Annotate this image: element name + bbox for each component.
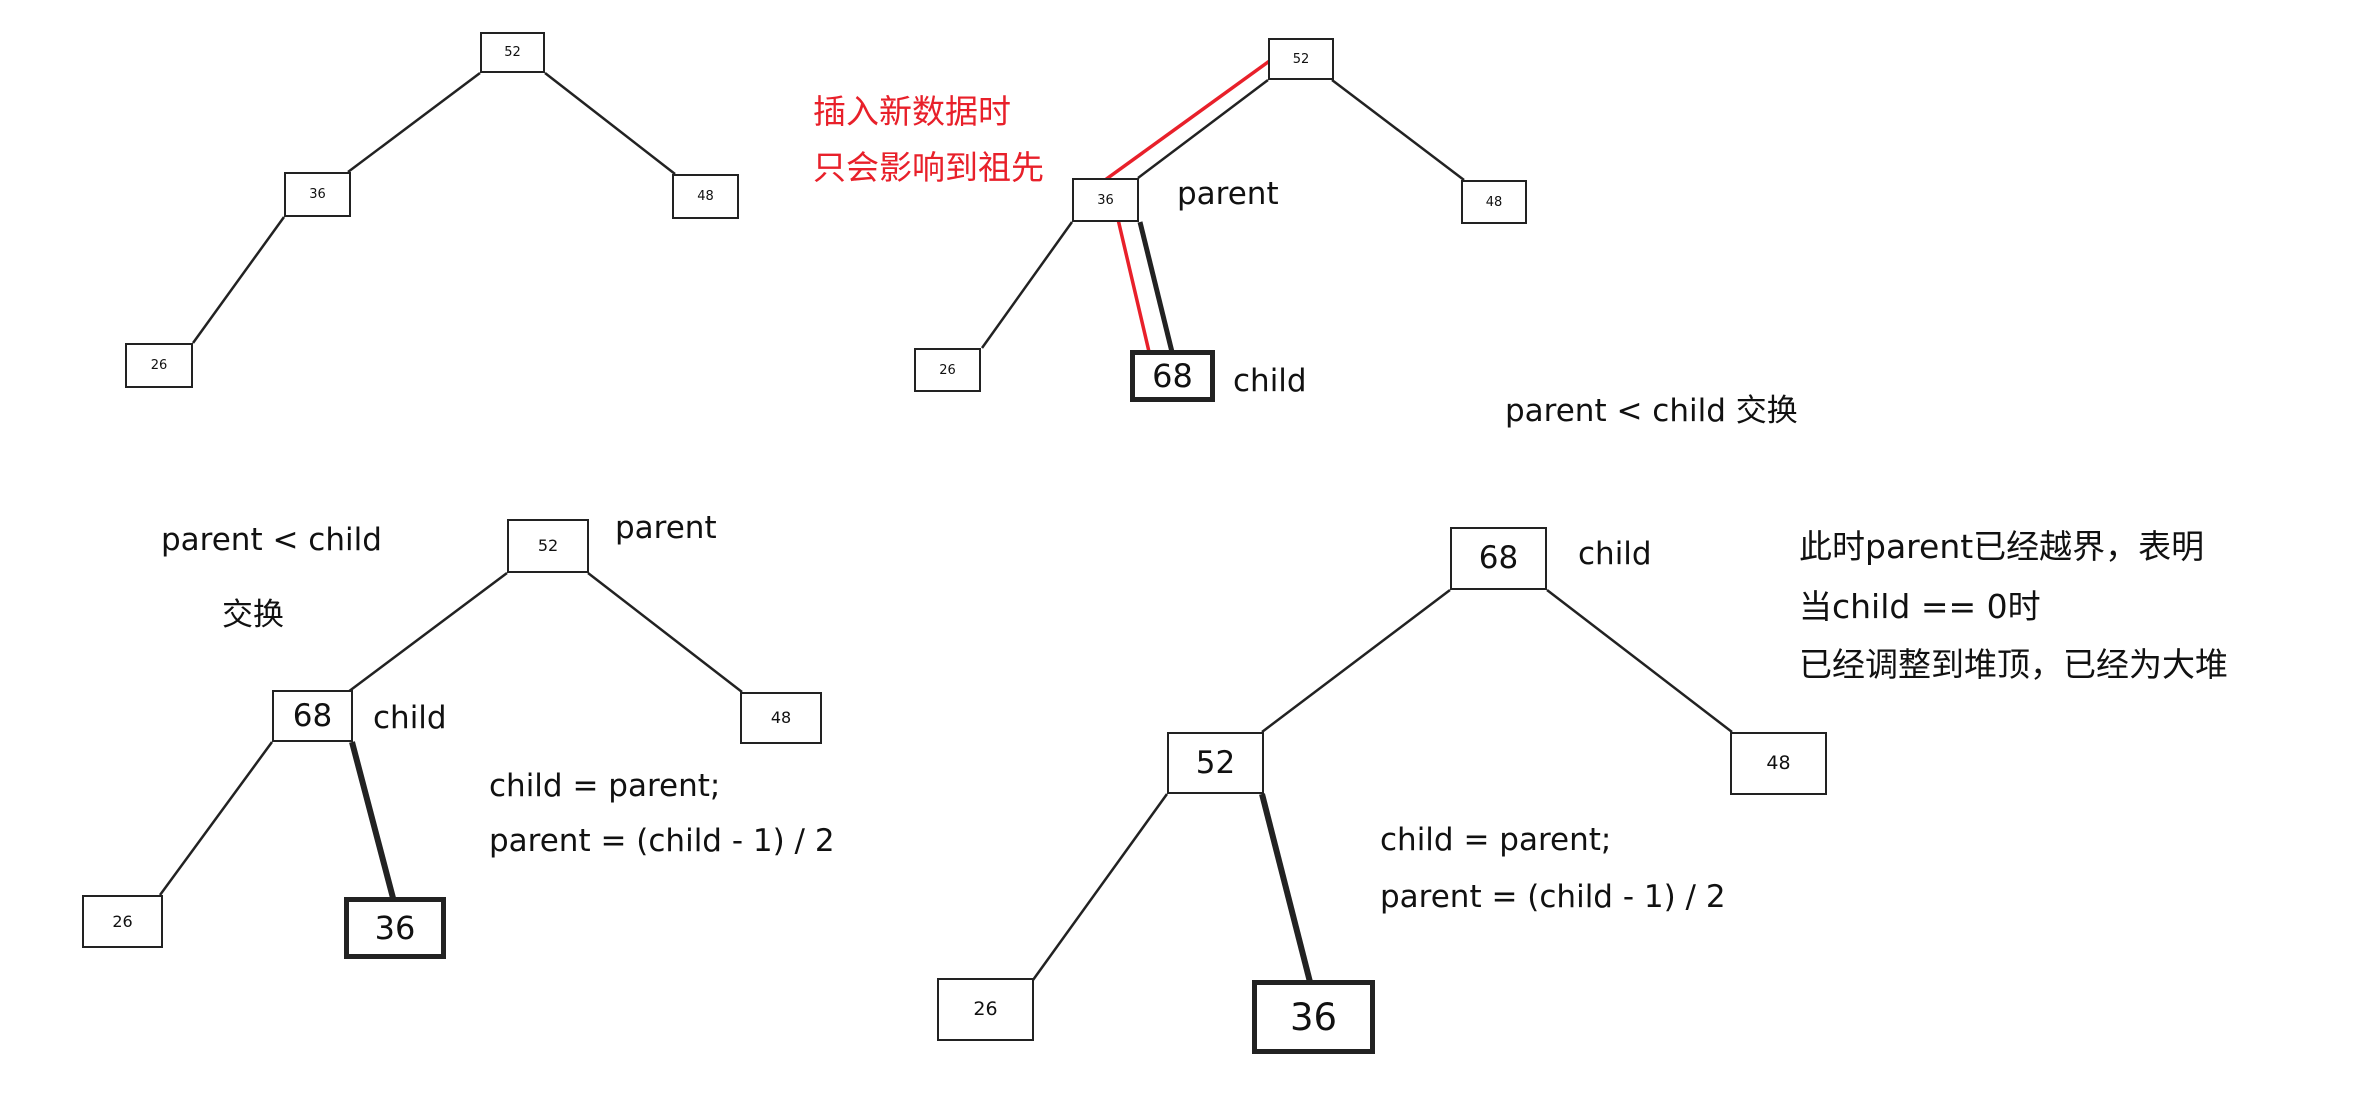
p1-node-leftleft-value: 26 (150, 358, 168, 373)
p3-node-leftright-value: 36 (374, 909, 416, 947)
p4-node-leftright-value: 36 (1289, 995, 1338, 1039)
p1-node-root-value: 52 (504, 45, 521, 60)
p2-label-child: child (1233, 363, 1307, 399)
highlight-path-child (1115, 214, 1152, 357)
p3-node-leftleft-value: 26 (112, 911, 133, 931)
p3-node-right: 48 (740, 692, 822, 744)
p2-node-leftleft: 26 (914, 348, 981, 392)
p3-code-line2: parent = (child - 1) / 2 (489, 823, 835, 859)
p1-node-leftleft: 26 (125, 343, 193, 388)
p4-label-child: child (1578, 536, 1652, 572)
p2-node-new-value: 68 (1152, 357, 1193, 395)
p3-node-left: 68 (272, 690, 353, 742)
edge-left-leftleft (191, 216, 286, 344)
p3-label-parent: parent (615, 510, 717, 546)
edge-root-right (544, 72, 676, 175)
p2-node-new: 68 (1130, 350, 1215, 402)
p4-note-line3: 已经调整到堆顶，已经为大堆 (1799, 645, 2228, 684)
p4-note-line2: 当child == 0时 (1799, 587, 2041, 626)
p4-node-root-value: 68 (1478, 540, 1519, 576)
p3-node-right-value: 48 (770, 708, 792, 727)
p3-node-root-value: 52 (537, 536, 559, 555)
edge-root-left (347, 72, 481, 173)
p2-node-root-value: 52 (1292, 51, 1310, 67)
edge-root-left (347, 571, 508, 694)
edge-left-leftright (349, 741, 396, 899)
p2-node-leftleft-value: 26 (939, 362, 956, 378)
p4-node-right-value: 48 (1766, 752, 1791, 774)
p4-node-left: 52 (1167, 732, 1264, 794)
p4-code-line2: parent = (child - 1) / 2 (1380, 879, 1726, 915)
p4-code-line1: child = parent; (1380, 822, 1612, 858)
edge-root-left (1137, 79, 1269, 179)
p3-label-child: child (373, 700, 447, 736)
p3-label-swap: 交换 (222, 597, 284, 633)
edge-root-right (1546, 589, 1733, 733)
p1-node-root: 52 (480, 32, 545, 73)
p1-node-right: 48 (672, 174, 739, 219)
p2-node-left-value: 36 (1097, 192, 1114, 208)
edge-root-left (1261, 589, 1451, 733)
p3-node-leftright: 36 (344, 897, 446, 959)
p2-label-parent: parent (1177, 176, 1279, 212)
p4-node-leftright: 36 (1252, 980, 1375, 1054)
edge-left-leftleft (1031, 793, 1169, 981)
edge-left-new (1137, 221, 1175, 353)
p1-node-left: 36 (284, 172, 351, 217)
p3-node-left-value: 68 (292, 697, 333, 734)
edge-left-leftright (1259, 793, 1313, 983)
p2-note-line1: 插入新数据时 (813, 92, 1011, 131)
p4-node-right: 48 (1730, 732, 1827, 795)
p2-node-right-value: 48 (1485, 194, 1503, 210)
edge-left-leftleft (158, 741, 274, 896)
p2-node-root: 52 (1268, 38, 1334, 80)
p3-node-leftleft: 26 (82, 895, 163, 948)
p2-node-left: 36 (1072, 178, 1139, 222)
p1-node-left-value: 36 (309, 187, 326, 202)
p2-node-right: 48 (1461, 180, 1527, 224)
edge-root-right (1331, 79, 1465, 181)
p3-code-line1: child = parent; (489, 768, 721, 804)
p4-node-leftleft: 26 (937, 978, 1034, 1041)
p4-node-left-value: 52 (1195, 744, 1236, 781)
p4-note-line1: 此时parent已经越界，表明 (1799, 527, 2205, 566)
p3-label-compare: parent < child (161, 522, 382, 558)
edge-left-leftleft (980, 221, 1074, 349)
p3-node-root: 52 (507, 519, 589, 573)
p2-note-line2: 只会影响到祖先 (813, 148, 1044, 187)
p1-node-right-value: 48 (697, 189, 714, 204)
p4-node-leftleft-value: 26 (973, 998, 998, 1020)
p4-node-root: 68 (1450, 527, 1547, 590)
highlight-path-ancestor (1103, 55, 1277, 182)
edge-root-right (587, 572, 743, 693)
p2-label-compare: parent < child 交换 (1505, 393, 1798, 429)
